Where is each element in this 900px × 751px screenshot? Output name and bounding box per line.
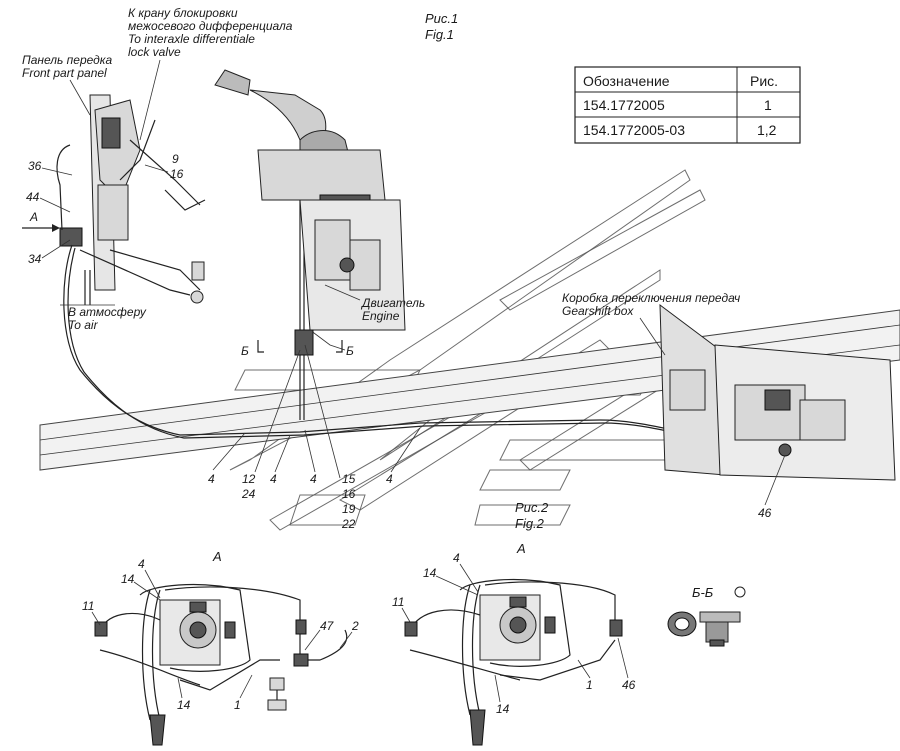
svg-text:Б: Б [346,344,354,358]
crane-label-ru-2: межосевого дифференциала [128,19,293,33]
v1-callout-4: 4 [138,557,145,571]
svg-text:А: А [29,210,38,224]
callout-4-b: 4 [270,472,277,486]
v1-callout-11: 11 [82,599,94,613]
table-cell-r2-c1: 154.1772005-03 [583,122,685,138]
callout-44: 44 [26,190,40,204]
section-bb-title: Б-Б [692,585,714,600]
panel-label-en: Front part panel [22,66,107,80]
v1-callout-2: 2 [351,619,359,633]
v2-callout-4: 4 [453,551,460,565]
table-cell-r2-c2: 1,2 [757,122,777,138]
gearshift-box [659,303,896,481]
v1-callout-14-top: 14 [121,572,135,586]
callout-4-a: 4 [208,472,215,486]
callouts-fig1: 36 44 34 9 16 4 12 24 4 4 15 16 19 22 4 … [26,152,786,531]
table-cell-r1-c2: 1 [764,97,772,113]
view-a-title-2: А [516,541,526,556]
callout-24: 24 [241,487,256,501]
crane-label-ru-1: К крану блокировки [128,6,238,20]
section-mark-left: Б [241,340,264,358]
table-header-figure: Рис. [750,73,778,89]
fig2-title-ru: Рис.2 [515,500,549,515]
gearbox-label-ru: Коробка переключения передач [562,291,740,305]
engine-label-ru: Двигатель [360,296,425,310]
view-a-variant-1: А 4 14 11 47 2 14 1 [82,549,359,746]
fig1-title-en: Fig.1 [425,27,454,42]
table-cell-r1-c1: 154.1772005 [583,97,665,113]
front-panel-assembly [59,94,206,304]
callout-15: 15 [342,472,356,486]
table-header-designation: Обозначение [583,73,670,89]
section-mark-right: Б [336,340,354,358]
v2-callout-14-bottom: 14 [496,702,510,716]
svg-text:Б: Б [241,344,249,358]
crane-label-en-1: To interaxle differentiale [128,32,255,46]
callout-16-top: 16 [170,167,184,181]
v1-callout-14-bottom: 14 [177,698,191,712]
callout-34: 34 [28,252,42,266]
callout-9: 9 [172,152,179,166]
v2-callout-11: 11 [392,595,404,609]
callout-19: 19 [342,502,356,516]
fig2-title-en: Fig.2 [515,516,545,531]
atmosphere-label-ru: В атмосферу [68,305,147,319]
v1-callout-47: 47 [320,619,335,633]
view-a-arrow: А [22,210,60,232]
callout-12: 12 [242,472,256,486]
engine-label-en: Engine [362,309,400,323]
callout-4-d: 4 [386,472,393,486]
v2-callout-1: 1 [586,678,593,692]
v2-callout-14-top: 14 [423,566,437,580]
callout-16-bottom: 16 [342,487,356,501]
rotated-view-icon [734,586,746,598]
view-a-variant-2: А 4 14 11 46 14 1 [392,541,636,746]
view-a-title-1: А [212,549,222,564]
v2-callout-46: 46 [622,678,636,692]
fig1-title-ru: Рис.1 [425,11,458,26]
atmosphere-label-en: To air [68,318,99,332]
gearbox-label-en: Gearshift box [562,304,634,318]
gear-lever-engine [214,69,406,356]
panel-label-ru: Панель передка [22,53,112,67]
crane-label-en-2: lock valve [128,45,181,59]
designation-table: Обозначение Рис. 154.1772005 1 154.17720… [574,66,801,144]
callout-4-c: 4 [310,472,317,486]
v1-callout-1: 1 [234,698,241,712]
callout-36: 36 [28,159,42,173]
section-bb: Б-Б [667,585,746,647]
callout-22: 22 [341,517,356,531]
callout-46: 46 [758,506,772,520]
